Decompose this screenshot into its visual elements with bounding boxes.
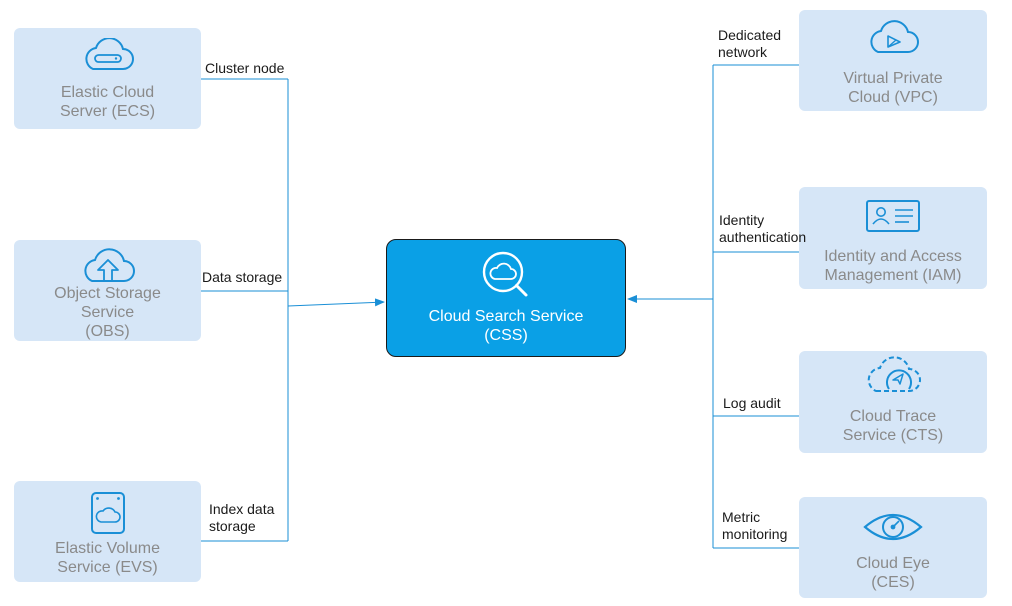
cts-label: Cloud Trace Service (CTS) <box>842 408 944 444</box>
iam-box: Identity and Access Management (IAM) <box>799 187 987 289</box>
eye-icon <box>863 514 923 540</box>
id-card-icon <box>866 200 920 232</box>
server-cloud-icon <box>84 38 134 70</box>
cts-box: Cloud Trace Service (CTS) <box>799 351 987 453</box>
evs-box: Elastic Volume Service (EVS) <box>14 481 201 582</box>
css-label: Cloud Search Service (CSS) <box>428 308 584 344</box>
vpc-label: Virtual Private Cloud (VPC) <box>843 70 943 106</box>
ces-label: Cloud Eye (CES) <box>856 555 930 591</box>
trace-cloud-icon <box>867 356 921 392</box>
connector-label-data-storage: Data storage <box>202 269 283 285</box>
left-to-css-arrow <box>287 298 385 307</box>
disk-icon <box>90 492 125 534</box>
iam-label: Identity and Access Management (IAM) <box>824 248 962 284</box>
obs-box: Object Storage Service (OBS) <box>14 240 201 341</box>
search-cloud-icon <box>482 251 528 297</box>
connector-label-index-data-storage: Index data storage <box>209 501 275 534</box>
connector-label-dedicated-network: Dedicated network <box>718 27 782 60</box>
css-box: Cloud Search Service (CSS) <box>386 239 626 357</box>
obs-label: Object Storage Service (OBS) <box>54 285 161 340</box>
vpc-cloud-icon <box>870 20 919 53</box>
evs-label: Elastic Volume Service (EVS) <box>55 540 160 576</box>
ecs-label: Elastic Cloud Server (ECS) <box>59 84 156 120</box>
connector-label-log-audit: Log audit <box>723 395 781 411</box>
upload-cloud-icon <box>83 248 135 282</box>
connector-label-identity-authentication: Identity authentication <box>719 212 807 245</box>
vpc-box: Virtual Private Cloud (VPC) <box>799 10 987 111</box>
connector-label-metric-monitoring: Metric monitoring <box>722 509 788 542</box>
ecs-box: Elastic Cloud Server (ECS) <box>14 28 201 129</box>
ces-box: Cloud Eye (CES) <box>799 497 987 598</box>
connector-label-cluster-node: Cluster node <box>205 60 285 76</box>
